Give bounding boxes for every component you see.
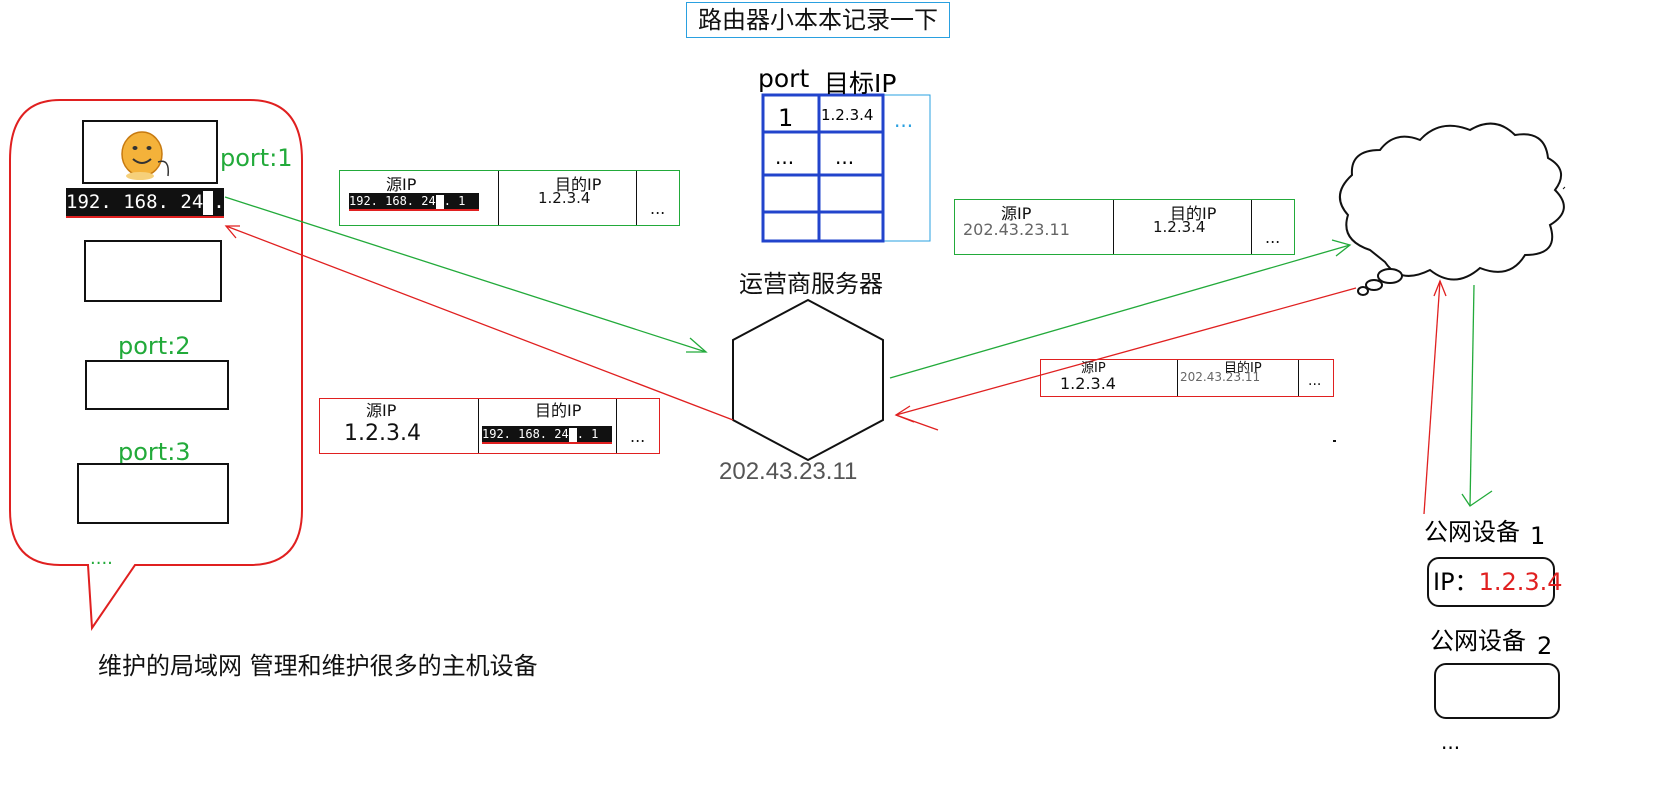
packet-lan-inbound: 源IP 1.2.3.4 目的IP 192. 168. 24 . 1 ... [319,398,660,454]
flow-arrows [224,196,1493,515]
packet-more: ... [1308,373,1322,389]
packet-dst-label: 目的IP [555,175,602,194]
packet-wan-outbound: 源IP 202.43.23.11 目的IP 1.2.3.4 ... [954,199,1295,255]
packet-more: ... [650,199,666,218]
lan-caption: 维护的局域网 管理和维护很多的主机设备 [98,652,538,680]
lan-host-4 [77,463,229,524]
port-label-1: port:1 [220,144,293,172]
packet-src-label: 源IP [386,175,417,194]
internet-cloud [1339,122,1565,296]
lan-host-1-ip-left: 192. 168. 24 [66,191,204,213]
public-device-1-ip: 1.2.3.4 [1478,568,1563,596]
packet-src-ip: 1.2.3.4 [344,421,421,446]
port-label-2: port:2 [118,332,191,360]
packet-dst-ip-right: . 1 [576,427,599,441]
packet-src-label: 源IP [1081,361,1106,376]
public-device-1-number: 1 [1530,522,1546,550]
router-table-grid [761,93,885,243]
packet-lan-outbound: 源IP 192. 168. 24 . 1 目的IP 1.2.3.4 ... [339,170,680,226]
public-device-1-box: IP：1.2.3.4 [1427,557,1563,607]
isp-server-hexagon [732,298,884,462]
router-table-header-target-ip: 目标IP [824,69,897,98]
public-device-2-label: 公网设备 [1430,627,1526,655]
packet-wan-inbound: 源IP 1.2.3.4 目的IP 202.43.23.11 ... [1040,359,1334,397]
public-device-2-number: 2 [1537,632,1553,660]
packet-dst-ip: 1.2.3.4 [1153,218,1206,236]
lan-host-2 [84,240,222,302]
public-more: ... [1441,730,1461,754]
stray-mark [1562,186,1566,190]
packet-dst-ip-left: 192. 168. 24 [482,427,569,441]
page-title: 路由器小本本记录一下 [686,2,950,38]
avatar-icon [121,131,170,180]
packet-more: ... [1265,228,1281,247]
router-table-cell: 1 [778,104,794,132]
packet-dst-label: 目的IP [535,401,582,420]
router-table-header-port: port [758,64,810,93]
packet-dst-ip: 192. 168. 24 . 1 [482,426,612,444]
router-table-cell: ... [835,145,855,169]
router-table-cell: 1.2.3.4 [821,106,874,124]
packet-more: ... [630,427,646,446]
lan-host-1-ip: 192. 168. 24 . 1 [66,188,224,218]
packet-src-ip-left: 192. 168. 24 [349,194,436,208]
packet-dst-label: 目的IP [1224,361,1262,376]
lan-host-3 [85,360,229,410]
packet-dst-ip: 202.43.23.11 [1180,370,1261,384]
lan-more: .... [90,548,113,569]
router-table-more: ... [894,108,914,132]
public-device-2-box [1434,663,1560,719]
public-device-1-ip-prefix: IP： [1433,568,1479,596]
router-table-cell: ... [775,145,795,169]
packet-src-ip: 1.2.3.4 [1060,374,1116,393]
packet-src-ip: 202.43.23.11 [963,220,1070,239]
packet-dst-label: 目的IP [1170,204,1217,223]
packet-dst-ip: 1.2.3.4 [538,189,591,207]
lan-host-1-ip-right: . 1 [213,191,224,213]
port-label-3: port:3 [118,438,191,466]
packet-src-label: 源IP [366,401,397,420]
isp-server-label: 运营商服务器 [739,270,883,298]
packet-src-ip-right: . 1 [443,194,466,208]
lan-host-1 [82,120,218,184]
isp-server-ip: 202.43.23.11 [719,458,858,485]
public-device-1-label: 公网设备 [1424,518,1520,546]
lan-bubble [9,99,303,631]
packet-src-ip: 192. 168. 24 . 1 [349,193,479,211]
packet-src-label: 源IP [1001,204,1032,223]
